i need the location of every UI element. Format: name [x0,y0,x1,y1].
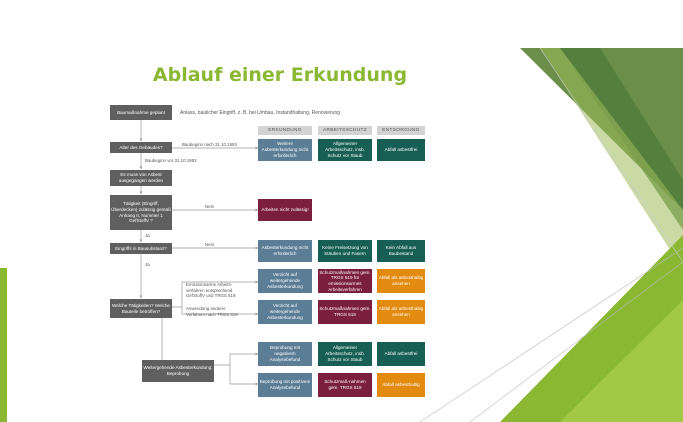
outcome-r5-arbeitsschutz: Schutzmaßnahmen gem. TRGS 519 [318,300,372,324]
step-activity-allowed: Tätigkeit (Eingriff, Überdecken) zulässi… [110,195,172,230]
outcome-r3-entsorgung: Kein Abfall aus Baubestand [377,240,425,262]
outcome-r6-erkundung: Beprobung mit negativem Analysebefund [258,342,312,366]
step-start: Baumaßnahme geplant [110,105,172,120]
outcome-r1-entsorgung: Abfall asbestfrei [377,139,425,161]
outcome-r4-erkundung: Verzicht auf weitergehende Asbesterkundu… [258,269,312,293]
bottom-right-light-triangle [560,300,683,422]
label-after-1993: Baubeginn nach 31.10.1993 [182,142,237,147]
outcome-r3-arbeitsschutz: Keine Freisetzung von Stäuben und Fasern [318,240,372,262]
label-yes-2: Ja [145,262,150,267]
outcome-r6-arbeitsschutz: Allgemeiner Arbeitsschutz, insb. Schutz … [318,342,372,366]
label-no-2: Nein [205,242,215,247]
outcome-r7-erkundung: Beprobung mit positivem Analysebefund [258,373,312,397]
outcome-r4-entsorgung: Abfall als asbesthaltig ansehen [377,269,425,293]
trigger-caption: Anlass, baulicher Eingriff, z. B. bei Um… [180,110,340,116]
header-entsorgung: ENTSORGUNG [377,126,425,135]
deco-line-3 [539,47,683,263]
step-assume-asbestos: Es muss von Asbest ausgegangen werden [110,170,172,186]
deco-line-2 [469,261,683,422]
outcome-r3-erkundung: Asbesterkundung nicht erforderlich [258,240,312,262]
label-before-1993: Baubeginn vor 31.10.1993 [145,158,197,163]
outcome-r6-entsorgung: Abfall asbestfrei [377,342,425,366]
deco-line-1 [419,247,683,422]
step-further-investigation: Weitergehende Asbesterkundung: Beprobung [142,360,214,382]
outcome-r5-erkundung: Verzicht auf weitergehende Asbesterkundu… [258,300,312,324]
header-arbeitsschutz: ARBEITSSCHUTZ [318,126,372,135]
page-title: Ablauf einer Erkundung [152,64,408,86]
outcome-not-allowed: Arbeiten nicht zulässig! [258,199,312,221]
step-which-activities: Welche Tätigkeiten? Welche Bauteile betr… [110,299,172,318]
outcome-r4-arbeitsschutz: Schutzmaßnahmen gem. TRGS 519 für emissi… [318,269,372,293]
outcome-r1-arbeitsschutz: Allgemeiner Arbeitsschutz, insb. Schutz … [318,139,372,161]
outcome-r7-entsorgung: Abfall asbesthaltig [377,373,425,397]
label-no-1: Nein [205,204,215,209]
label-yes-1: Ja [145,233,150,238]
left-accent-bar [0,268,7,422]
outcome-r1-erkundung: Weitere Asbesterkundung nicht erforderli… [258,139,312,161]
top-right-light-stripe [540,48,683,270]
step-building-age: Alter des Gebäudes? [110,142,172,153]
outcome-r5-entsorgung: Abfall als asbesthaltig ansehen [377,300,425,324]
label-other-methods: Anwendung anderer Verfahren nach TRGS 51… [186,306,238,317]
header-erkundung: ERKUNDUNG [258,126,312,135]
step-fabric-intervention: Eingriffs in Bausubstanz? [110,243,172,254]
label-emission-low: Emissionsarme Arbeits- verfahren entspre… [186,282,236,298]
outcome-r7-arbeitsschutz: Schutzmaß-nahmen gem. TRGS 519 [318,373,372,397]
